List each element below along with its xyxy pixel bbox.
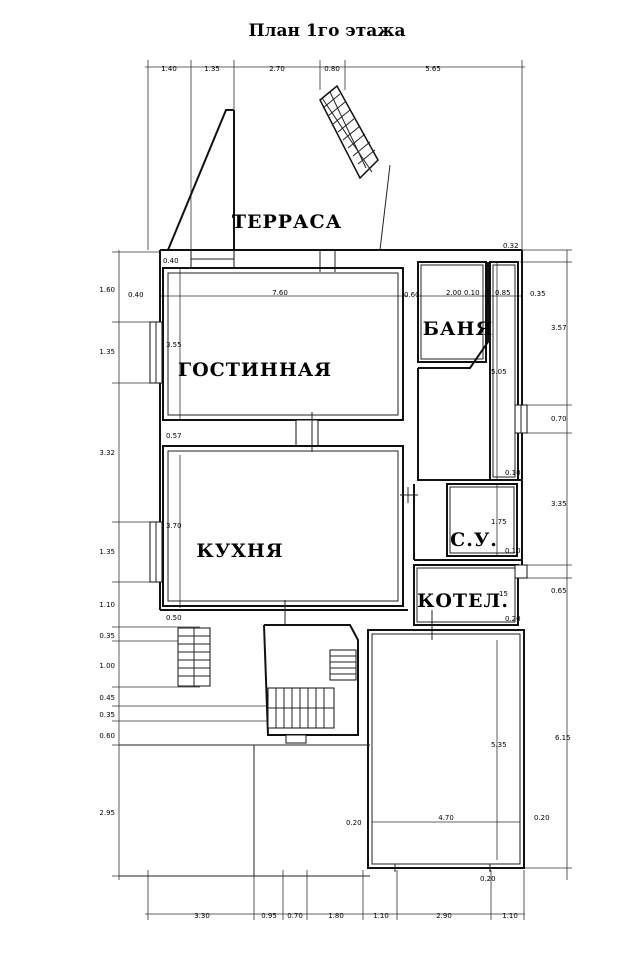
dim-left-11: 2.95 (99, 809, 115, 817)
dim-bottom-1: 3.30 (194, 912, 210, 920)
dim-top-2: 1.35 (204, 65, 220, 73)
dim-right-2: 0.35 (530, 290, 546, 298)
dim-sauna-0-10: 0.10 (464, 289, 480, 297)
dim-living-height: 3.55 (166, 341, 182, 349)
stair-hall (177, 600, 359, 744)
dim-garage-5-35: 5.35 (491, 741, 507, 749)
dim-right-6: 0.65 (551, 587, 567, 595)
dim-left-4: 1.35 (99, 548, 115, 556)
dim-right-7: 6.15 (555, 734, 571, 742)
dim-sauna-2-00: 2.00 (446, 289, 462, 297)
dim-bottom-2: 0.95 (261, 912, 277, 920)
dim-left-10: 0.60 (99, 732, 115, 740)
dim-kitchen-height: 3.70 (166, 522, 182, 530)
dim-left-8: 0.45 (99, 694, 115, 702)
dim-left-5: 1.10 (99, 601, 115, 609)
dim-kitchen-0-50: 0.50 (166, 614, 182, 622)
dim-top-5: 5.65 (425, 65, 441, 73)
outer-walls (159, 249, 523, 611)
dim-left-6: 0.35 (99, 632, 115, 640)
dimension-lines (112, 60, 572, 920)
boiler-room: КОТЕЛ. (413, 564, 528, 640)
dim-wc-0-10: 0.10 (505, 547, 521, 555)
room-label-living: ГОСТИННАЯ (178, 359, 332, 381)
dim-right-1: 0.32 (503, 242, 519, 250)
dim-right-8: 0.20 (480, 875, 496, 883)
room-label-bathroom: С.У. (450, 529, 498, 551)
dim-right-3: 3.57 (551, 324, 567, 332)
dim-wc-1-75: 1.75 (491, 518, 507, 526)
dim-left-2: 1.35 (99, 348, 115, 356)
dim-top-1: 1.40 (161, 65, 177, 73)
dim-garage-4-70: 4.70 (438, 814, 454, 822)
terrace-stair (319, 84, 379, 180)
dim-living-0-60: 0.60 (404, 291, 420, 299)
dim-garage-left-0-20: 0.20 (346, 819, 362, 827)
dim-corridor-5-05: 5.05 (491, 368, 507, 376)
garage (367, 629, 525, 872)
dim-top-4: 0.80 (324, 65, 340, 73)
dim-corridor-0-10: 0.10 (505, 469, 521, 477)
bathroom: С.У. (413, 483, 522, 561)
dim-living-width: 7.60 (272, 289, 288, 297)
room-label-kitchen: КУХНЯ (196, 540, 283, 562)
terrace-area: ТЕРРАСА (167, 84, 391, 272)
dim-top-3: 2.70 (269, 65, 285, 73)
dim-right-5: 3.35 (551, 500, 567, 508)
dim-right-4: 0.70 (551, 415, 567, 423)
room-label-boiler: КОТЕЛ. (417, 590, 509, 612)
dimension-labels: 1.40 1.35 2.70 0.80 5.65 1.60 1.35 3.32 … (99, 65, 570, 920)
dim-bottom-6: 2.90 (436, 912, 452, 920)
dim-bottom-5: 1.10 (373, 912, 389, 920)
dim-bottom-4: 1.80 (328, 912, 344, 920)
dim-boiler-0-20: 0.20 (505, 615, 521, 623)
dim-garage-right-0-20: 0.20 (534, 814, 550, 822)
lower-left-area (119, 744, 370, 877)
dim-left-3: 3.32 (99, 449, 115, 457)
dim-left-1: 1.60 (99, 286, 115, 294)
dim-bottom-3: 0.70 (287, 912, 303, 920)
dim-bottom-7: 1.10 (502, 912, 518, 920)
dim-living-0-40: 0.40 (128, 291, 144, 299)
room-label-terrace: ТЕРРАСА (232, 211, 342, 233)
living-room: ГОСТИННАЯ (149, 267, 404, 452)
room-label-sauna: БАНЯ (423, 318, 493, 340)
dim-boiler-15: 15 (499, 590, 508, 598)
plan-title: План 1го этажа (248, 21, 405, 41)
dim-terrace-0-40: 0.40 (163, 257, 179, 265)
dim-sauna-0-85: 0.85 (495, 289, 511, 297)
kitchen: КУХНЯ (149, 445, 418, 607)
sauna-block: БАНЯ (417, 261, 528, 481)
dim-left-9: 0.35 (99, 711, 115, 719)
dim-left-7: 1.00 (99, 662, 115, 670)
dim-kitchen-0-57: 0.57 (166, 432, 182, 440)
